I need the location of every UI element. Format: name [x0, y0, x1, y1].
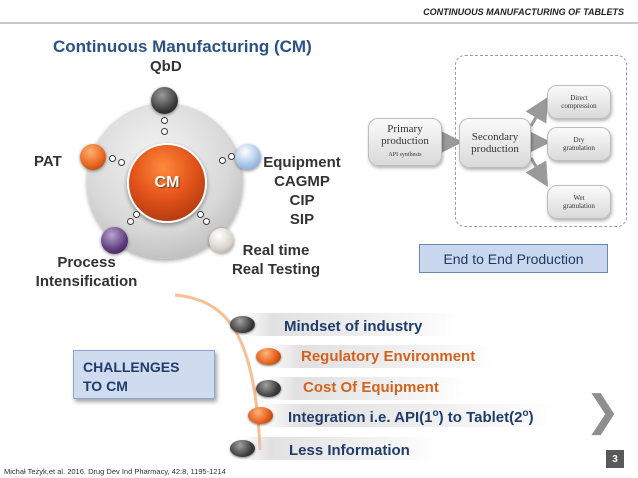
integration-sup: o [522, 408, 529, 419]
node-line: Direct [570, 94, 588, 102]
primary-title-line: production [381, 135, 429, 147]
challenge-cost: Cost Of Equipment [303, 379, 439, 396]
cagmp-line: CAGMP [274, 173, 330, 190]
to-direct-compression-arrow [525, 96, 549, 127]
bullet-cap-icon [256, 348, 281, 365]
qbd-node-icon [151, 87, 178, 114]
bullet-cap-icon [256, 380, 281, 397]
secondary-title-line: production [471, 143, 519, 155]
direct-compression-node: Direct compression [547, 85, 611, 119]
integration-text: ) to Tablet(2 [438, 409, 523, 426]
challenge-band [258, 404, 558, 427]
connector-dot [219, 157, 226, 164]
primary-caption: API synthesis [388, 152, 422, 158]
sip-line: SIP [289, 211, 315, 228]
bullet-cap-icon [248, 407, 273, 424]
connector-dot [109, 155, 116, 162]
node-line: Wet [573, 194, 585, 202]
process-intensification-label: Process Intensification [20, 253, 153, 291]
real-time-testing-label: Real time Real Testing [226, 241, 326, 279]
process-line: Process [57, 254, 116, 271]
qbd-label: QbD [150, 58, 182, 75]
to-wet-granulation-arrow [525, 157, 549, 188]
node-line: Dry [573, 136, 585, 144]
challenge-mindset: Mindset of industry [284, 318, 423, 335]
slide-title: Continuous Manufacturing (CM) [53, 37, 312, 56]
realtime-node-icon [209, 228, 234, 253]
integration-text: Integration i.e. API(1 [288, 409, 433, 426]
node-line: compression [561, 102, 597, 110]
connector-dot [203, 218, 210, 225]
challenge-band [266, 345, 496, 368]
integration-sup: o [432, 408, 439, 419]
intensification-line: Intensification [35, 273, 138, 290]
connector-dot [127, 218, 134, 225]
connector-dot [133, 211, 140, 218]
hub-center: CM [127, 143, 207, 223]
page-number: 3 [606, 450, 624, 468]
connector-dot [228, 153, 235, 160]
cip-line: CIP [289, 192, 315, 209]
challenge-band [240, 313, 460, 336]
secondary-production-node: Secondary production [459, 118, 531, 168]
challenges-line: CHALLENGES [83, 359, 180, 375]
integration-text: ) [528, 409, 534, 426]
challenge-regulatory: Regulatory Environment [301, 348, 476, 365]
challenges-line: TO CM [83, 378, 128, 394]
challenge-band [240, 437, 440, 460]
node-line: granulation [563, 202, 595, 210]
primary-production-node: Primary production API synthesis [368, 118, 442, 166]
bullet-cap-icon [230, 316, 255, 333]
equipment-line: Equipment [263, 154, 341, 171]
connector-dot [161, 117, 168, 124]
challenges-box: CHALLENGES TO CM [73, 350, 215, 399]
dry-granulation-node: Dry granulation [547, 127, 611, 161]
process-node-icon [101, 227, 128, 254]
equipment-node-icon [235, 144, 261, 170]
citation: Michał Teżyk,et al. 2016. Drug Dev Ind P… [4, 467, 226, 476]
equipment-label: Equipment CAGMP CIP SIP [258, 153, 346, 229]
real-testing-line: Real Testing [231, 261, 321, 278]
secondary-title-line: Secondary [471, 131, 519, 143]
pat-label: PAT [34, 153, 62, 170]
node-line: granulation [563, 144, 595, 152]
header-title: CONTINUOUS MANUFACTURING OF TABLETS [423, 7, 624, 17]
challenge-band [266, 377, 466, 400]
hub-center-label: CM [154, 174, 180, 191]
primary-title-line: Primary [387, 123, 423, 135]
bullet-cap-icon [230, 440, 255, 457]
connector-dot [118, 159, 125, 166]
real-time-line: Real time [242, 242, 310, 259]
next-slide-chevron-icon[interactable]: ❯ [585, 387, 621, 434]
connector-dot [197, 211, 204, 218]
flow-arrows [439, 96, 551, 188]
end-to-end-production-caption: End to End Production [419, 244, 608, 273]
challenge-information: Less Information [289, 442, 410, 459]
challenge-integration: Integration i.e. API(1o) to Tablet(2o) [288, 408, 534, 426]
wet-granulation-node: Wet granulation [547, 185, 611, 219]
pat-node-icon [80, 144, 106, 170]
header-divider [0, 22, 638, 24]
connector-dot [161, 128, 168, 135]
